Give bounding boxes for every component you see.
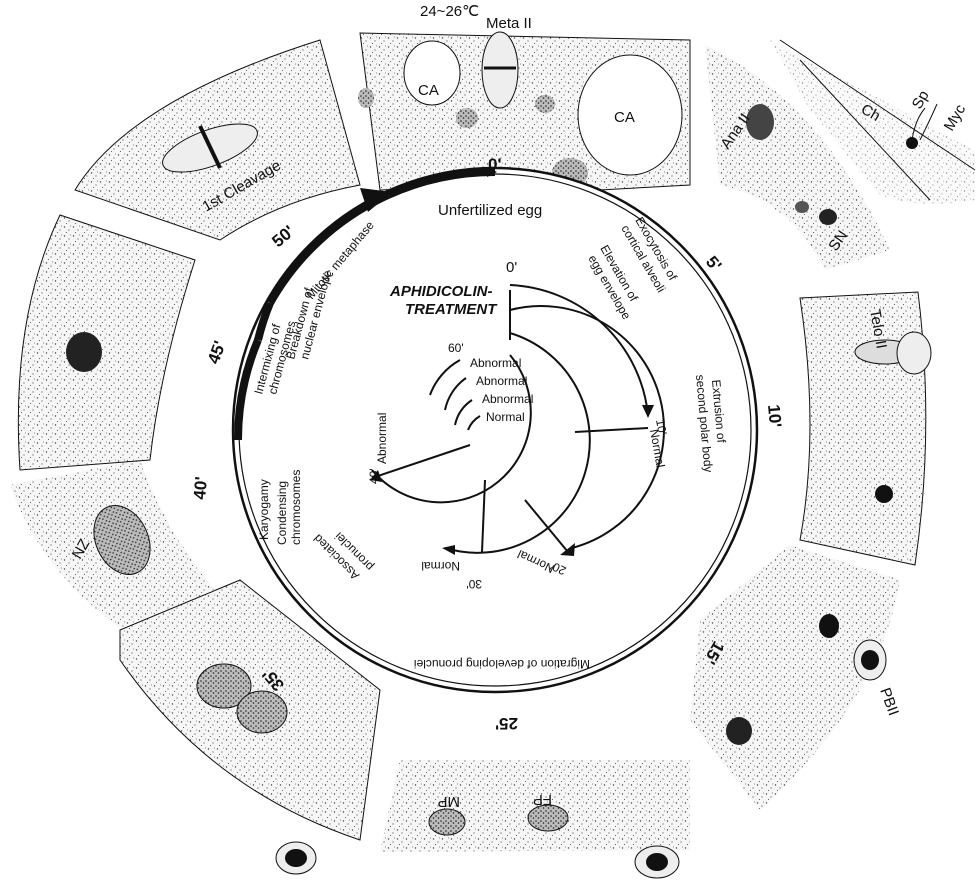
intermixing-chromosomes <box>66 332 102 372</box>
treatment-30-label: 30' <box>466 577 482 591</box>
time-0: 0' <box>488 155 502 174</box>
male-pronucleus <box>429 809 465 835</box>
time-25: 25' <box>495 714 518 733</box>
time-45: 45' <box>204 338 230 366</box>
time-10: 10' <box>764 404 785 429</box>
fp-label: FP <box>533 791 552 808</box>
time-40: 40' <box>190 476 211 501</box>
treatment-title-line1: APHIDICOLIN- <box>389 283 493 300</box>
timeline-ring <box>233 168 757 692</box>
condensing-line2: chromosomes <box>289 470 303 545</box>
panel-intermixing <box>18 215 195 470</box>
karyogamy-label: Karyogamy <box>257 479 271 540</box>
time-5: 5' <box>702 252 725 275</box>
treatment-40-label: 40' <box>367 468 381 484</box>
abnormal-b: Abnormal <box>482 392 533 406</box>
mp-label: MP <box>438 793 461 810</box>
condensing-line1: Condensing <box>275 481 289 545</box>
treatment-title-line2: TREATMENT <box>405 301 498 318</box>
treatment-start-label: 0' <box>506 259 517 276</box>
meta2-label: Meta II <box>486 15 532 32</box>
ca-right-label: CA <box>614 109 635 126</box>
ca-left-label: CA <box>418 82 439 99</box>
time-50: 50' <box>268 222 298 251</box>
treatment-60-label: 60' <box>448 341 464 355</box>
myc-label: Myc <box>941 101 970 134</box>
unfertilized-label: Unfertilized egg <box>438 202 542 219</box>
migration-label: Migration of developing pronuclei <box>414 657 590 671</box>
sp-label: Sp <box>909 88 933 112</box>
panel-telo2 <box>800 292 926 565</box>
temperature-label: 24~26℃ <box>420 3 479 20</box>
associated-pronucleus-2 <box>237 691 287 733</box>
abnormal-a: Abnormal <box>476 374 527 388</box>
pbii-label: PBII <box>876 686 902 718</box>
normal-30: Normal <box>421 559 460 573</box>
meta2-spindle <box>482 32 518 108</box>
abnormal-60: Abnormal <box>470 356 521 370</box>
abnormal-40: Abnormal <box>375 413 389 464</box>
normal-inner: Normal <box>486 410 525 424</box>
